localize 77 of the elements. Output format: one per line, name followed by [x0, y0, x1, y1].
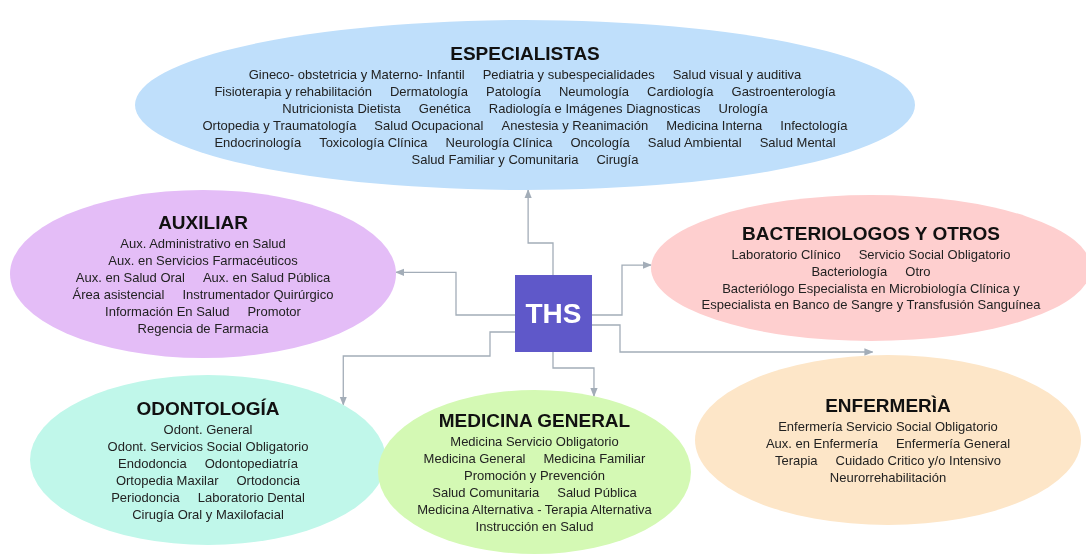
specialty-text: Aux. en Salud Pública: [202, 269, 331, 286]
specialty-text: Aux. Administrativo en Salud: [120, 235, 286, 252]
specialty-text: Medicina General: [423, 450, 526, 467]
specialty-text: Neumología: [558, 83, 629, 100]
specialty-text: Urología: [718, 100, 768, 117]
specialty-text: Instrucción en Salud: [475, 518, 594, 535]
connector-arrow: [395, 268, 516, 316]
specialty-text: Aux. en Servicios Farmacéuticos: [108, 252, 298, 269]
specialty-text: Promotor: [247, 303, 301, 320]
specialty-text: Pediatria y subespecialidades: [482, 66, 655, 83]
specialty-text: Cirugía Oral y Maxilofacial: [132, 506, 284, 523]
specialty-text: Odont. Servicios Social Obligatorio: [107, 438, 309, 455]
category-heading: ENFERMERÌA: [825, 394, 951, 417]
specialty-text: Promoción y Prevención: [464, 467, 605, 484]
connector-arrow: [339, 331, 516, 406]
specialty-text: Bacteriología: [811, 264, 888, 280]
specialty-text: Cardiología: [647, 83, 714, 100]
specialty-text: Medicina Servicio Obligatorio: [450, 433, 619, 450]
specialty-text: Salud visual y auditiva: [672, 66, 802, 83]
specialty-text: Endodoncia: [118, 455, 187, 472]
specialty-text: Nutricionista Dietista: [282, 100, 401, 117]
central-box: [515, 275, 592, 352]
specialty-text: Medicina Interna: [666, 117, 763, 134]
category-heading: BACTERIOLOGOS Y OTROS: [742, 223, 1000, 245]
specialty-text: Gastroenterología: [731, 83, 836, 100]
specialty-text: Dermatología: [389, 83, 468, 100]
specialty-text: Oncología: [570, 134, 630, 151]
specialty-text: Ortopedia Maxilar: [115, 472, 219, 489]
connector-arrow: [552, 351, 598, 398]
specialty-text: Aux. en Salud Oral: [75, 269, 185, 286]
specialty-text: Aux. en Enfermería: [765, 435, 878, 452]
specialty-text: Fisioterapia y rehabilitación: [214, 83, 372, 100]
specialty-text: Regencia de Farmacia: [137, 320, 269, 337]
connector-arrow: [591, 261, 653, 316]
specialty-text: Salud Comunitaria: [432, 484, 540, 501]
specialty-text: Servicio Social Obligatorio: [858, 247, 1011, 263]
specialty-text: Toxicología Clínica: [319, 134, 428, 151]
specialty-text: Patología: [485, 83, 541, 100]
specialty-text: Medicina Familiar: [543, 450, 646, 467]
specialty-text: Radiología e Imágenes Diagnosticas: [488, 100, 701, 117]
specialty-text: Medicina Alternativa - Terapia Alternativa: [417, 501, 652, 518]
specialty-text: Información En Salud: [105, 303, 230, 320]
specialty-text: Periodoncia: [111, 489, 180, 506]
connector-arrow: [524, 189, 554, 276]
specialty-text: Enfermería Servicio Social Obligatorio: [778, 418, 998, 435]
specialty-text: Neurorrehabilitación: [829, 469, 947, 486]
specialty-text: Cirugía: [596, 151, 639, 168]
specialty-text: Endocrinología: [214, 134, 302, 151]
category-heading: AUXILIAR: [158, 211, 248, 234]
category-heading: MEDICINA GENERAL: [438, 409, 631, 432]
specialty-text: Ortopedia y Traumatología: [202, 117, 357, 134]
specialty-text: Laboratorio Dental: [197, 489, 305, 506]
specialty-text: Salud Mental: [759, 134, 836, 151]
specialty-text: Área asistencial: [72, 286, 165, 303]
specialty-text: Terapia: [774, 452, 818, 469]
specialty-text: Laboratorio Clínico: [731, 247, 841, 263]
specialty-text: Salud Familiar y Comunitaria: [411, 151, 579, 168]
specialty-text: Gineco- obstetricia y Materno- Infantil: [248, 66, 465, 83]
center-label: THS: [525, 297, 582, 330]
specialty-text: Instrumentador Quirúrgico: [182, 286, 334, 303]
specialty-text: Bacteriólogo Especialista en Microbiología Clínica y Especialista en Banco de Sangre y Transfusión Sanguínea: [700, 281, 1042, 313]
specialty-text: Odont. General: [163, 421, 253, 438]
specialty-text: Cuidado Critico y/o Intensivo: [835, 452, 1002, 469]
specialty-text: Neurología Clínica: [445, 134, 553, 151]
specialty-text: Anestesia y Reanimación: [501, 117, 649, 134]
specialty-text: Enfermería General: [895, 435, 1011, 452]
specialty-text: Salud Ocupacional: [374, 117, 484, 134]
specialty-text: Ortodoncia: [236, 472, 301, 489]
connector-arrow: [591, 324, 874, 356]
specialty-text: Salud Pública: [557, 484, 637, 501]
specialty-text: Otro: [905, 264, 931, 280]
specialty-text: Infectología: [780, 117, 848, 134]
category-heading: ESPECIALISTAS: [450, 42, 600, 65]
specialty-text: Odontopediatría: [204, 455, 298, 472]
specialty-text: Salud Ambiental: [647, 134, 742, 151]
category-heading: ODONTOLOGÍA: [136, 397, 280, 420]
specialty-text: Genética: [418, 100, 471, 117]
